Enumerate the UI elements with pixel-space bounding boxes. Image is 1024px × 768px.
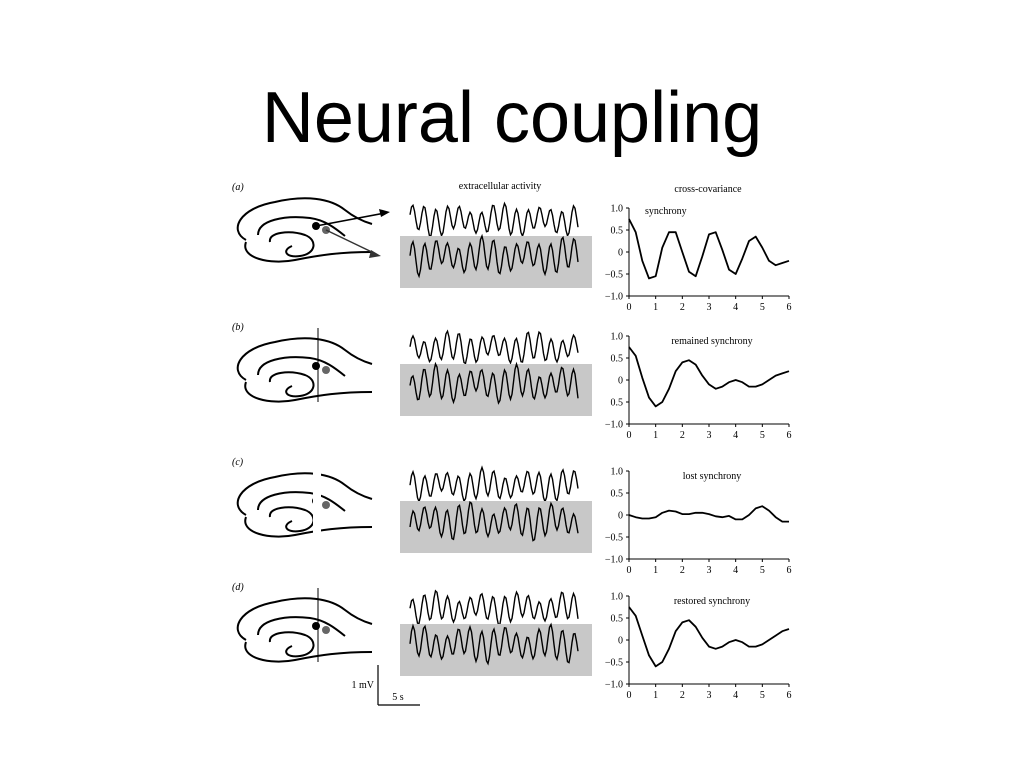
x-tick-label: 3 xyxy=(707,690,712,701)
trace-top xyxy=(409,201,579,238)
trace-bottom xyxy=(409,500,579,542)
crosscov-line xyxy=(628,346,790,408)
scale-bar-voltage: 1 mV xyxy=(352,680,375,691)
panel-a: (a) 1.0 0.5 0 −0.5 −1.0 0 1 2 3 4 5 6 synchrony xyxy=(232,182,792,313)
crosscov-label: synchrony xyxy=(645,206,687,217)
y-tick-label: 0.5 xyxy=(611,226,624,237)
y-tick-label: 0 xyxy=(618,636,623,647)
y-tick-label: −0.5 xyxy=(605,533,623,544)
x-tick-label: 1 xyxy=(653,430,658,441)
panels-layer: (a) 1.0 0.5 0 −0.5 −1.0 0 1 2 3 4 5 6 synchrony (b) 1.0… xyxy=(232,182,792,701)
x-tick-label: 1 xyxy=(653,565,658,576)
y-tick-label: 0 xyxy=(618,376,623,387)
crosscov-plot: 1.0 0.5 0 −0.5 −1.0 0 1 2 3 4 5 6 restored synchrony xyxy=(605,592,792,702)
x-tick-label: 2 xyxy=(680,430,685,441)
y-tick-label: 0.5 xyxy=(611,354,624,365)
x-tick-label: 4 xyxy=(733,565,738,576)
extracellular-header: extracellular activity xyxy=(459,181,541,192)
slide-title: Neural coupling xyxy=(261,78,763,158)
crosscov-plot: 1.0 0.5 0 −0.5 −1.0 0 1 2 3 4 5 6 lost synchrony xyxy=(605,467,792,577)
crosscov-line xyxy=(628,606,790,668)
y-tick-label: 1.0 xyxy=(611,592,624,603)
panel-letter: (b) xyxy=(232,322,244,333)
crosscov-plot: 1.0 0.5 0 0.5 −1.0 0 1 2 3 4 5 6 remained synchrony xyxy=(605,332,792,442)
crosscov-label: lost synchrony xyxy=(683,471,742,482)
trace-top xyxy=(409,465,579,504)
crosscov-label: restored synchrony xyxy=(674,596,750,607)
panel-letter: (d) xyxy=(232,582,244,593)
x-tick-label: 6 xyxy=(787,430,792,441)
panel-b: (b) 1.0 0.5 0 0.5 −1.0 0 1 2 3 4 5 6 remained synchro… xyxy=(232,322,792,441)
scale-bar: 1 mV 5 s xyxy=(352,665,420,706)
y-tick-label: 1.0 xyxy=(611,467,624,478)
x-tick-label: 6 xyxy=(787,302,792,313)
trace-bottom-shade xyxy=(400,501,592,553)
trace-top xyxy=(409,329,579,365)
scale-bar-time: 5 s xyxy=(392,692,404,703)
y-tick-label: 1.0 xyxy=(611,204,624,215)
x-tick-label: 5 xyxy=(760,565,765,576)
y-tick-label: −1.0 xyxy=(605,555,623,566)
y-tick-label: 0 xyxy=(618,511,623,522)
x-tick-label: 5 xyxy=(760,430,765,441)
trace-top xyxy=(409,589,579,627)
x-tick-label: 4 xyxy=(733,430,738,441)
y-tick-label: 1.0 xyxy=(611,332,624,343)
x-tick-label: 1 xyxy=(653,690,658,701)
panel-c: (c) 1.0 0.5 0 −0.5 −1.0 0 1 2 3 4 5 6 lost synchrony xyxy=(232,457,792,576)
x-tick-label: 5 xyxy=(760,302,765,313)
y-tick-label: −1.0 xyxy=(605,420,623,431)
panel-letter: (a) xyxy=(232,182,244,193)
y-tick-label: −1.0 xyxy=(605,680,623,691)
x-tick-label: 0 xyxy=(627,690,632,701)
crosscov-line xyxy=(628,218,790,280)
x-tick-label: 2 xyxy=(680,565,685,576)
x-tick-label: 6 xyxy=(787,565,792,576)
crosscov-label: remained synchrony xyxy=(671,336,752,347)
panel-letter: (c) xyxy=(232,457,244,468)
x-tick-label: 4 xyxy=(733,302,738,313)
x-tick-label: 5 xyxy=(760,690,765,701)
x-tick-label: 4 xyxy=(733,690,738,701)
x-tick-label: 0 xyxy=(627,302,632,313)
y-tick-label: 0.5 xyxy=(611,614,624,625)
y-tick-label: 0.5 xyxy=(611,398,624,409)
y-tick-label: −1.0 xyxy=(605,292,623,303)
trace-bottom xyxy=(409,361,579,405)
panel-d: (d) 1.0 0.5 0 −0.5 −1.0 0 1 2 3 4 5 6 restored synchr… xyxy=(232,582,792,701)
x-tick-label: 2 xyxy=(680,690,685,701)
x-tick-label: 0 xyxy=(627,565,632,576)
y-tick-label: −0.5 xyxy=(605,270,623,281)
y-tick-label: 0 xyxy=(618,248,623,259)
crosscov-line xyxy=(628,505,789,523)
x-tick-label: 3 xyxy=(707,302,712,313)
x-tick-label: 0 xyxy=(627,430,632,441)
trace-bottom xyxy=(409,233,579,279)
crosscov-plot: 1.0 0.5 0 −0.5 −1.0 0 1 2 3 4 5 6 synchrony xyxy=(605,204,792,314)
x-tick-label: 3 xyxy=(707,565,712,576)
trace-bottom xyxy=(409,622,579,666)
crosscov-header: cross-covariance xyxy=(674,184,742,195)
y-tick-label: −0.5 xyxy=(605,658,623,669)
x-tick-label: 2 xyxy=(680,302,685,313)
x-tick-label: 3 xyxy=(707,430,712,441)
x-tick-label: 6 xyxy=(787,690,792,701)
x-tick-label: 1 xyxy=(653,302,658,313)
y-tick-label: 0.5 xyxy=(611,489,624,500)
